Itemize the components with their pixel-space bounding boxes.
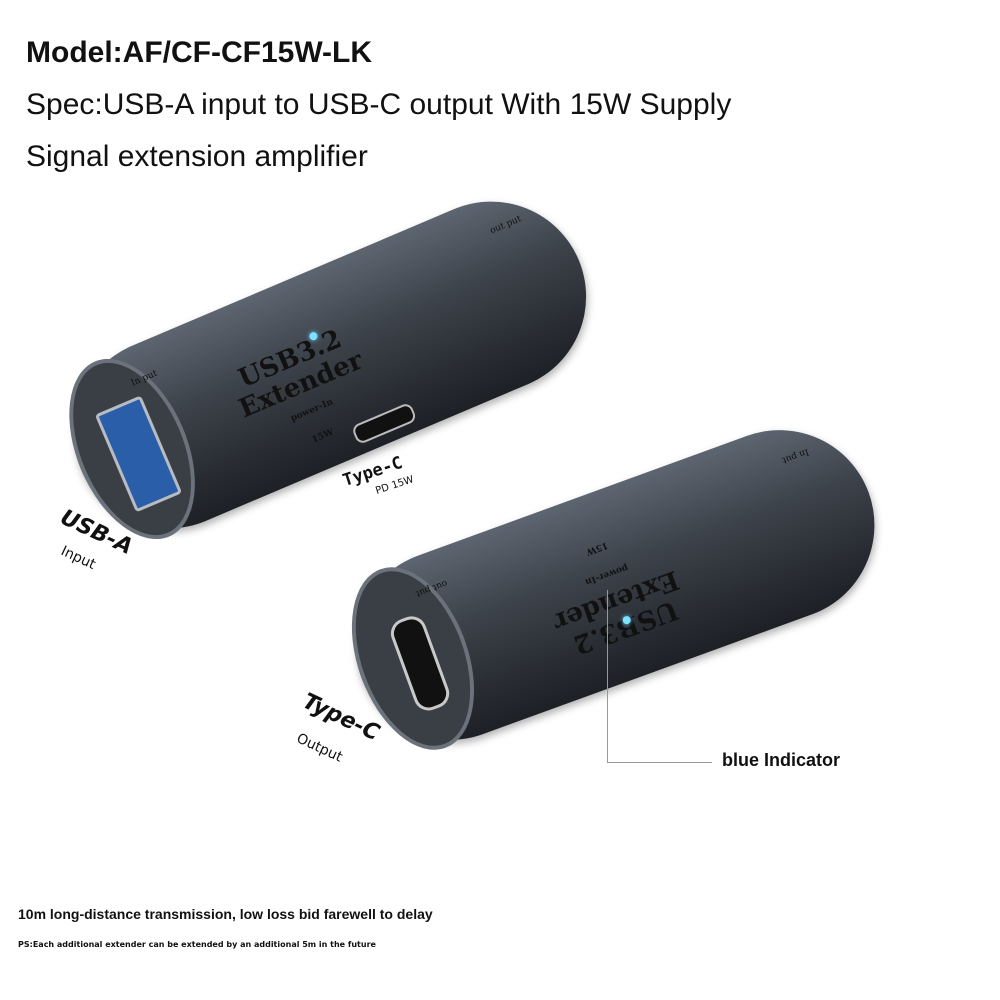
indicator-leader-line-h xyxy=(607,762,712,763)
footer-line-2: PS:Each additional extender can be exten… xyxy=(18,940,376,949)
signal-text: Signal extension amplifier xyxy=(26,140,368,173)
spec-text: Spec:USB-A input to USB-C output With 15… xyxy=(26,88,732,121)
usb-a-port xyxy=(94,395,183,513)
usb-a-sublabel: Input xyxy=(58,543,98,573)
usb-extender-device-2: USB3.2 Extender power-In 15W out put In … xyxy=(328,403,902,767)
device-brand: USB3.2 Extender power-In 15W xyxy=(530,512,692,662)
model-title: Model:AF/CF-CF15W-LK xyxy=(26,36,373,69)
device-brand: USB3.2 Extender power-In 15W xyxy=(224,321,389,475)
footer-line-1: 10m long-distance transmission, low loss… xyxy=(18,906,433,922)
input-mark: In put xyxy=(780,446,810,465)
usb-extender-device-1: USB3.2 Extender power-In 15W In put out … xyxy=(44,172,616,558)
type-c-sublabel: Output xyxy=(293,730,345,766)
output-mark: out put xyxy=(488,214,523,237)
indicator-leader-line xyxy=(607,590,608,762)
blue-indicator-label: blue Indicator xyxy=(722,750,841,770)
usb-c-port xyxy=(386,612,454,715)
